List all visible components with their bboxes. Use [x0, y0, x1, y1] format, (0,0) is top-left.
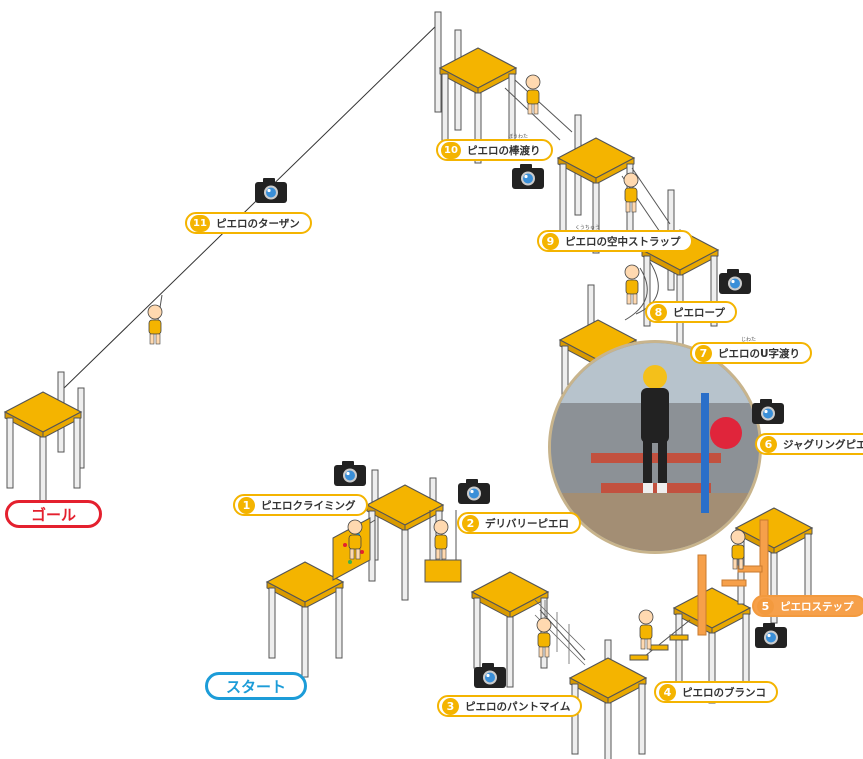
station-number: 8 — [650, 303, 667, 321]
station-number: 4 — [659, 683, 676, 701]
station-number: 1 — [238, 496, 255, 514]
station-label-1: 1 ピエロクライミング — [233, 494, 368, 516]
station-name: デリバリーピエロ — [485, 517, 569, 530]
station-label-11: 11 ピエロのターザン — [185, 212, 312, 234]
station-label-4: 4 ピエロのブランコ — [654, 681, 778, 703]
camera-icon — [255, 178, 287, 203]
station-name: ピエロープ — [673, 306, 725, 319]
station-name: ピエロのブランコ — [682, 686, 766, 699]
camera-icon — [474, 663, 506, 688]
station-number: 3 — [442, 697, 459, 715]
activity-photo — [548, 340, 762, 554]
station-number: 11 — [190, 214, 210, 232]
station-number: 6 — [760, 435, 777, 453]
station-label-7: 7 ピエロのU字渡り — [690, 342, 813, 364]
station-name: ピエロクライミング — [261, 499, 356, 512]
goal-badge: ゴール — [5, 500, 102, 528]
furigana-station-9: くうちゅう — [575, 225, 600, 231]
station-number: 10 — [441, 141, 461, 159]
station-number: 9 — [542, 232, 559, 250]
camera-icon — [458, 479, 490, 504]
station-label-5: 5 ピエロステップ — [752, 595, 863, 617]
station-number: 7 — [695, 344, 712, 362]
camera-icon — [334, 461, 366, 486]
camera-icon — [752, 399, 784, 424]
furigana-station-7: じわた — [741, 337, 757, 343]
station-label-9: 9 ピエロの空中ストラップ — [537, 230, 693, 252]
photo-image — [551, 343, 759, 551]
station-name: ピエロのU字渡り — [718, 347, 801, 360]
furigana-station-10: ぼうわた — [508, 134, 529, 140]
station-name: ピエロのターザン — [216, 217, 300, 230]
station-name: ピエロの空中ストラップ — [565, 235, 681, 248]
station-name: ピエロステップ — [780, 600, 854, 613]
start-badge: スタート — [205, 672, 307, 700]
camera-icon — [755, 623, 787, 648]
station-number: 5 — [757, 597, 774, 615]
station-label-6: 6 ジャグリングピエロ — [755, 433, 863, 455]
station-label-10: 10 ピエロの棒渡り — [436, 139, 553, 161]
station-name: ピエロのパントマイム — [465, 700, 571, 713]
camera-icon — [719, 269, 751, 294]
station-name: ジャグリングピエロ — [783, 438, 863, 451]
station-name: ピエロの棒渡り — [467, 144, 541, 157]
station-label-2: 2 デリバリーピエロ — [457, 512, 581, 534]
camera-icon — [512, 164, 544, 189]
station-label-3: 3 ピエロのパントマイム — [437, 695, 583, 717]
station-number: 2 — [462, 514, 479, 532]
station-label-8: 8 ピエロープ — [645, 301, 737, 323]
